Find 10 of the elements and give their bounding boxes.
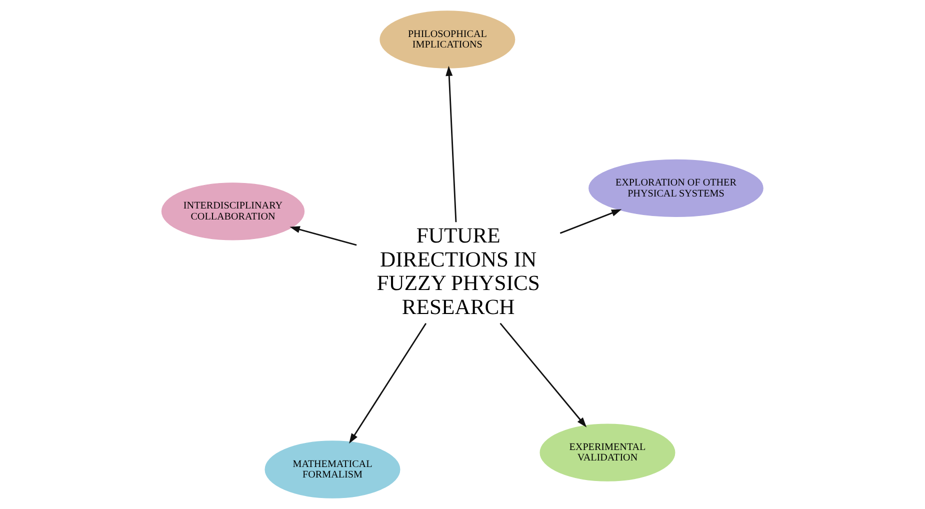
node-ellipse: EXPERIMENTAL VALIDATION <box>540 424 676 482</box>
node-ellipse: MATHEMATICAL FORMALISM <box>264 440 400 498</box>
arrow <box>349 323 427 444</box>
node-ellipse: INTERDISCIPLINARY COLLABORATION <box>161 182 305 240</box>
arrow <box>446 66 457 222</box>
node-ellipse: PHILOSOPHICAL IMPLICATIONS <box>380 10 516 68</box>
arrow <box>290 226 357 246</box>
node-text: FUTURE DIRECTIONS IN FUZZY PHYSICS RESEARCH <box>376 223 540 319</box>
arrow <box>500 322 587 428</box>
arrow <box>560 209 622 234</box>
